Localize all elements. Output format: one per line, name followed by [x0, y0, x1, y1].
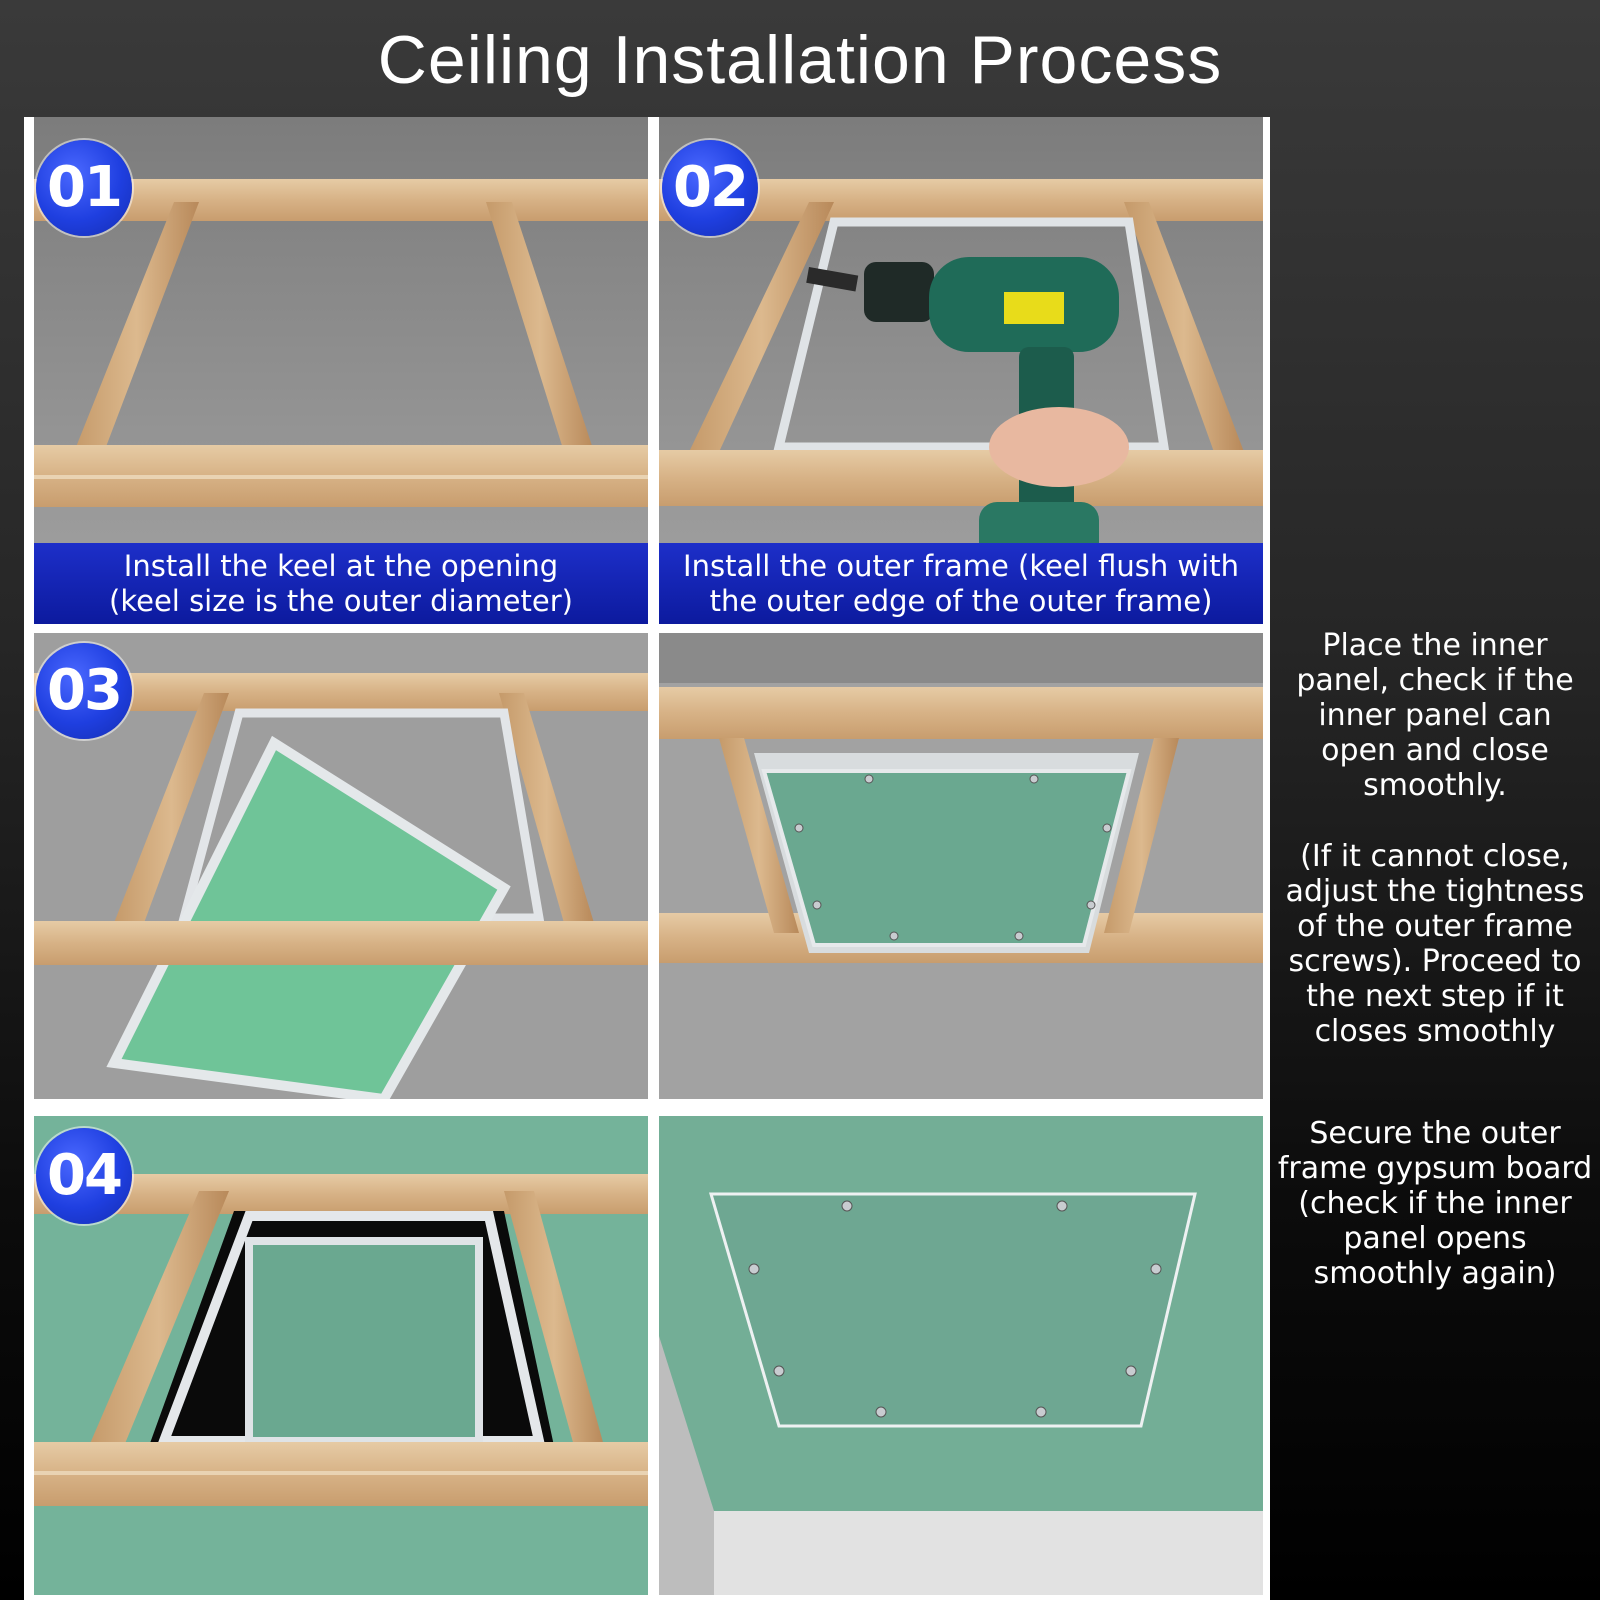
- instruction-line: adjust the tightness: [1285, 874, 1585, 909]
- instruction-line: smoothly again): [1313, 1256, 1557, 1291]
- step-01-image: [34, 117, 648, 619]
- steps-grid: [24, 117, 1270, 1600]
- step-04-image: [34, 1116, 648, 1595]
- drill-icon: [806, 257, 1129, 572]
- step-02-image: [659, 117, 1263, 619]
- instruction-line: screws). Proceed to: [1288, 944, 1582, 979]
- step-03-image: [34, 633, 648, 1099]
- page-title: Ceiling Installation Process: [377, 22, 1223, 98]
- instruction-line: Place the inner: [1322, 628, 1548, 663]
- instruction-line: panel, check if the: [1296, 663, 1574, 698]
- step-04-result-image: [659, 1116, 1263, 1595]
- instruction-line: panel opens: [1343, 1221, 1527, 1256]
- step-02-caption-line1: Install the outer frame (keel flush with: [683, 548, 1239, 583]
- step-04-badge: 04: [36, 1128, 132, 1224]
- step-02-caption-line2: the outer edge of the outer frame): [709, 583, 1213, 618]
- instruction-line: Secure the outer: [1309, 1116, 1561, 1151]
- step-04-instructions: Secure the outer frame gypsum board (che…: [1272, 1116, 1598, 1291]
- step-03-result-image: [659, 633, 1263, 1099]
- instruction-line: closes smoothly: [1314, 1014, 1556, 1049]
- instruction-line: (check if the inner: [1298, 1186, 1572, 1221]
- step-01-caption-line2: (keel size is the outer diameter): [109, 583, 573, 618]
- instruction-line: open and close: [1321, 733, 1549, 768]
- step-01-badge: 01: [36, 140, 132, 236]
- step-01-caption-line1: Install the keel at the opening: [123, 548, 559, 583]
- instruction-line: of the outer frame: [1297, 909, 1573, 944]
- instruction-line: (If it cannot close,: [1300, 839, 1570, 874]
- instruction-line: inner panel can: [1318, 698, 1552, 733]
- instruction-line: smoothly.: [1363, 768, 1507, 803]
- step-03-badge: 03: [36, 643, 132, 739]
- step-01-caption: Install the keel at the opening (keel si…: [34, 543, 648, 624]
- step-03-instructions: Place the inner panel, check if the inne…: [1272, 628, 1598, 1049]
- instruction-line: the next step if it: [1306, 979, 1564, 1014]
- step-02-badge: 02: [662, 140, 758, 236]
- instruction-line: frame gypsum board: [1277, 1151, 1593, 1186]
- step-02-caption: Install the outer frame (keel flush with…: [659, 543, 1263, 624]
